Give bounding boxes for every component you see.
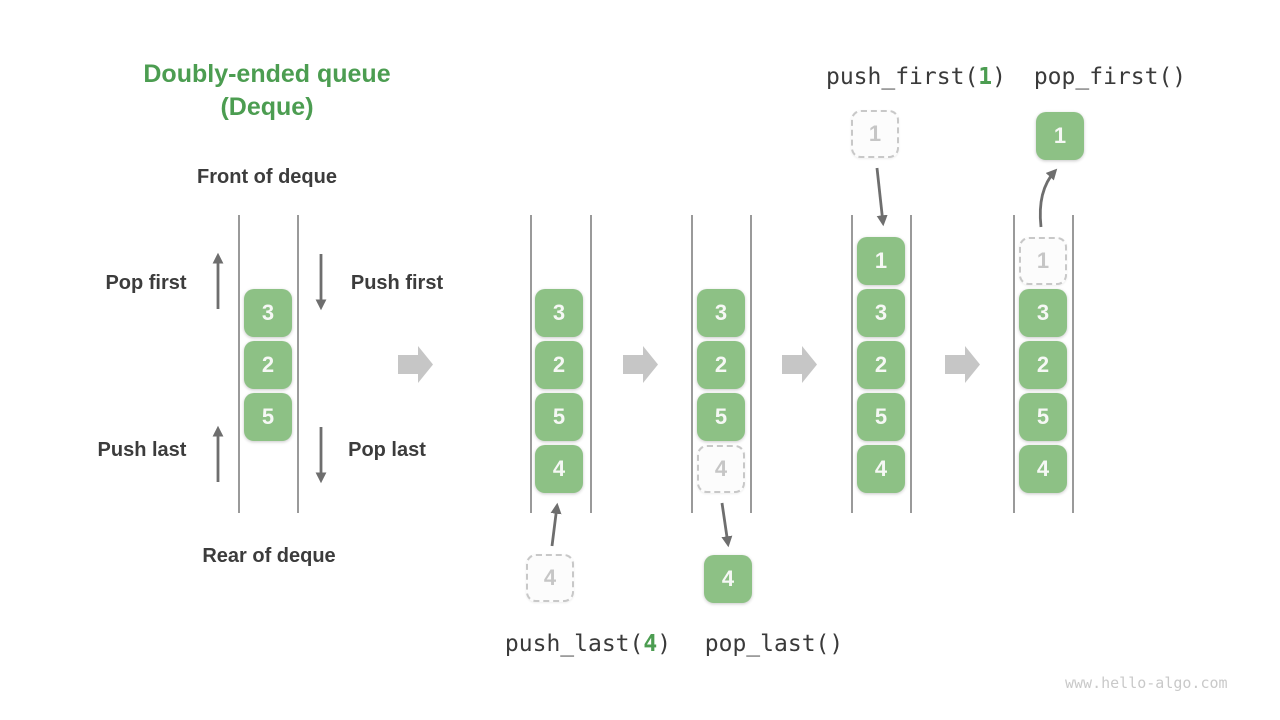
flow-arrow-right-icon xyxy=(623,346,658,383)
incoming-ghost-cell: 1 xyxy=(851,110,899,158)
removed-ghost-cell: 1 xyxy=(1019,237,1067,285)
pop-first-label: Pop first xyxy=(105,272,187,294)
deque-cell: 5 xyxy=(535,393,583,441)
diagram-title-line1: Doubly-ended queue xyxy=(143,60,391,88)
watermark: www.hello-algo.com xyxy=(1065,674,1228,692)
deque5-rail-left xyxy=(1013,215,1015,513)
removed-ghost-cell: 4 xyxy=(697,445,745,493)
pop-last-label: Pop last xyxy=(348,439,426,461)
deque-cell: 4 xyxy=(1019,445,1067,493)
deque2-rail-left xyxy=(530,215,532,513)
deque-cell: 2 xyxy=(857,341,905,389)
flow-arrow-right-icon xyxy=(398,346,433,383)
pop-first-remove-arrow-icon xyxy=(1038,168,1058,228)
deque-cell: 3 xyxy=(857,289,905,337)
pop-last-remove-arrow-icon xyxy=(720,502,733,548)
popped-cell: 4 xyxy=(704,555,752,603)
deque3-rail-left xyxy=(691,215,693,513)
deque3-rail-right xyxy=(750,215,752,513)
op-push-last-code: push_last(4) xyxy=(505,631,671,657)
deque-cell: 2 xyxy=(535,341,583,389)
deque4-rail-right xyxy=(910,215,912,513)
flow-arrow-right-icon xyxy=(782,346,817,383)
front-of-deque-label: Front of deque xyxy=(197,166,337,188)
rear-of-deque-label: Rear of deque xyxy=(202,545,336,567)
incoming-ghost-cell: 4 xyxy=(526,554,574,602)
deque-cell: 5 xyxy=(244,393,292,441)
op-arg: 1 xyxy=(978,64,993,90)
diagram-title-line2: (Deque) xyxy=(220,93,314,121)
deque1-rail-left xyxy=(238,215,240,513)
deque-cell: 4 xyxy=(857,445,905,493)
op-arg: 4 xyxy=(643,631,658,657)
deque-cell: 5 xyxy=(857,393,905,441)
popped-cell: 1 xyxy=(1036,112,1084,160)
deque-cell: 3 xyxy=(697,289,745,337)
op-text: push_last( xyxy=(504,631,644,657)
push-first-insert-arrow-icon xyxy=(875,167,888,227)
deque-cell: 3 xyxy=(244,289,292,337)
deque4-rail-left xyxy=(851,215,853,513)
deque1-rail-right xyxy=(297,215,299,513)
op-text: ) xyxy=(657,631,672,657)
op-push-first-code: push_first(1) xyxy=(826,64,1006,90)
flow-arrow-right-icon xyxy=(945,346,980,383)
op-pop-last-code: pop_last() xyxy=(704,631,844,657)
push-first-label: Push first xyxy=(350,272,444,294)
deque-cell: 2 xyxy=(1019,341,1067,389)
deque-cell: 5 xyxy=(1019,393,1067,441)
diagram-title: Doubly-ended queue (Deque) xyxy=(143,58,390,124)
push-last-label: Push last xyxy=(97,439,187,461)
op-text: ) xyxy=(992,64,1007,90)
deque-cell: 5 xyxy=(697,393,745,441)
op-text: push_first( xyxy=(825,64,979,90)
deque2-rail-right xyxy=(590,215,592,513)
deque-cell: 3 xyxy=(1019,289,1067,337)
op-pop-first-code: pop_first() xyxy=(1033,64,1187,90)
deque-cell: 2 xyxy=(697,341,745,389)
push-last-insert-arrow-icon xyxy=(550,502,562,547)
deque-cell: 4 xyxy=(535,445,583,493)
deque-cell: 1 xyxy=(857,237,905,285)
deque5-rail-right xyxy=(1072,215,1074,513)
deque-cell: 3 xyxy=(535,289,583,337)
deque-cell: 2 xyxy=(244,341,292,389)
